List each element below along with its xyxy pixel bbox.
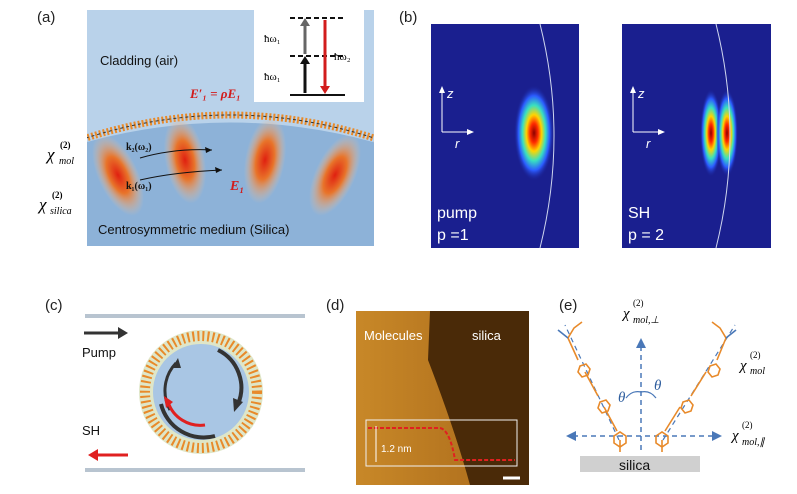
chi-silica-label: χ (2) silica bbox=[37, 190, 72, 217]
panel-d-label: (d) bbox=[326, 297, 345, 314]
hw2-label: ħω₂ bbox=[334, 51, 351, 63]
height-profile bbox=[368, 427, 515, 461]
pump-mode-map: z r pump p =1 bbox=[431, 23, 579, 249]
k1-arrow bbox=[139, 169, 223, 181]
mode-lobe bbox=[309, 134, 361, 216]
silica-terrace bbox=[428, 311, 529, 485]
panel-a-label: (a) bbox=[37, 9, 56, 26]
chi-mol-e-label: χ (2) mol bbox=[738, 350, 765, 377]
panel-a: Cladding (air) Centrosymmetric medium (S… bbox=[37, 10, 374, 246]
svg-text:mol,∥: mol,∥ bbox=[742, 437, 766, 448]
panel-c-label: (c) bbox=[45, 297, 63, 314]
chi-mol-label: χ (2) mol bbox=[45, 140, 74, 167]
sh-title: SH bbox=[628, 205, 650, 222]
theta-right: θ bbox=[654, 378, 662, 394]
svg-text:silica: silica bbox=[50, 206, 72, 217]
panel-b-label: (b) bbox=[399, 9, 418, 26]
svg-text:χ: χ bbox=[621, 306, 630, 322]
chi-perp-label: χ (2) mol,⊥ bbox=[621, 298, 660, 326]
step-height: 1.2 nm bbox=[381, 444, 412, 455]
mode-lobe bbox=[163, 116, 207, 204]
silica-substrate bbox=[580, 456, 700, 472]
molecules-label: Molecules bbox=[364, 328, 423, 343]
svg-text:mol: mol bbox=[750, 366, 765, 377]
svg-text:(2): (2) bbox=[742, 420, 753, 430]
field-equation: E′₁ = ρE₁ bbox=[189, 86, 241, 101]
hw1-top: ħω₁ bbox=[264, 33, 281, 45]
molecule-right bbox=[655, 321, 737, 452]
substrate-label: silica bbox=[619, 457, 650, 473]
pump-axis-z: z bbox=[446, 86, 454, 101]
pump-title: pump bbox=[437, 205, 477, 222]
svg-text:(2): (2) bbox=[52, 190, 63, 200]
mode-lobe bbox=[243, 116, 287, 204]
sh-label: SH bbox=[82, 423, 100, 438]
svg-text:χ: χ bbox=[45, 145, 55, 164]
svg-text:mol,⊥: mol,⊥ bbox=[633, 315, 660, 326]
cladding-label: Cladding (air) bbox=[100, 53, 178, 68]
microresonator bbox=[139, 330, 263, 454]
pump-label: Pump bbox=[82, 345, 116, 360]
k2-arrow bbox=[139, 149, 213, 159]
pump-order: p =1 bbox=[437, 227, 469, 244]
silica-label: silica bbox=[472, 328, 502, 343]
svg-text:χ: χ bbox=[738, 358, 747, 374]
sh-mode-map: z r SH p = 2 bbox=[622, 23, 771, 249]
chi-parallel-label: χ (2) mol,∥ bbox=[730, 420, 766, 448]
hw1-bottom: ħω₁ bbox=[264, 71, 281, 83]
energy-level-diagram: ħω₁ ħω₁ ħω₂ bbox=[254, 10, 364, 102]
svg-text:(2): (2) bbox=[750, 350, 761, 360]
svg-text:mol: mol bbox=[59, 156, 74, 167]
panel-b: z r pump p =1 z r SH p = 2 bbox=[431, 23, 771, 249]
molecule-left bbox=[557, 321, 627, 452]
k2-label: k₂(ω₂) bbox=[126, 142, 152, 153]
sh-order: p = 2 bbox=[628, 227, 664, 244]
medium-label: Centrosymmetric medium (Silica) bbox=[98, 222, 289, 237]
sh-axis-z: z bbox=[637, 86, 645, 101]
sh-axis-r: r bbox=[646, 136, 651, 151]
panel-e-label: (e) bbox=[559, 297, 578, 314]
svg-text:χ: χ bbox=[37, 195, 47, 214]
svg-text:(2): (2) bbox=[60, 140, 71, 150]
field-E1: E₁ bbox=[229, 179, 244, 194]
profile-box bbox=[365, 419, 518, 467]
pump-axis-r: r bbox=[455, 136, 460, 151]
mode-lobe bbox=[92, 134, 144, 216]
k1-label: k₁(ω₁) bbox=[126, 181, 152, 192]
theta-left: θ bbox=[618, 390, 626, 406]
svg-text:χ: χ bbox=[730, 428, 739, 444]
svg-text:(2): (2) bbox=[633, 298, 644, 308]
